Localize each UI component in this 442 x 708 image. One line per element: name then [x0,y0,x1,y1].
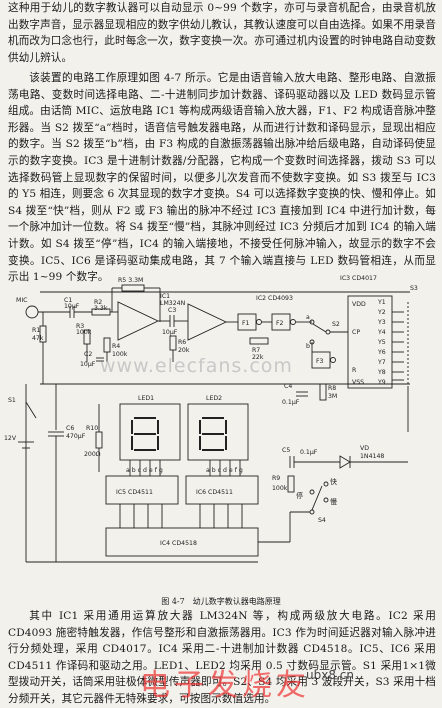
circuit-diagram: MIC C1 10μF R5 3.3M IC1 LM324N R2 3.3k R… [4,275,418,563]
label-y9: Y9 [377,379,386,386]
label-r10-value: 200Ω [84,451,101,458]
label-c3-value: 10μF [162,329,178,336]
label-y5: Y5 [377,339,386,346]
label-r6-value: 20k [178,347,190,354]
label-c1: C1 [64,297,72,304]
label-vd-value: 1N4148 [360,453,384,460]
label-ic4: IC4 CD4518 [160,540,197,547]
watermark-site: ubx8.cn [306,668,354,682]
label-c5: C5 [282,447,290,454]
label-r-pin: R [352,367,357,374]
label-f1: F1 [242,320,250,327]
label-cp: CP [352,329,360,336]
label-c6: C6 [66,425,74,432]
label-r3-value: 100k [76,329,92,336]
label-y4: Y4 [377,329,386,336]
label-vdd: VDD [352,301,366,308]
label-r2: R2 [94,299,102,306]
label-ic1: IC1 [160,293,170,300]
label-c3: C3 [168,307,176,314]
label-r3: R3 [76,323,84,330]
label-y7: Y7 [377,359,386,366]
label-ic6: IC6 CD4511 [196,489,233,496]
label-s2-a: a [306,314,310,321]
label-s2: S2 [332,321,340,328]
label-c5-value: 0.1μF [300,449,318,456]
label-r1-value: 47k [32,335,44,342]
paragraph-principle: 该装置的电路工作原理如图 4-7 所示。它是由语音输入放大电路、整形电路、自激振… [8,72,436,284]
label-s2-b: b [306,343,310,350]
label-c2-value: 10μF [80,361,96,368]
label-r8-value: 3M [328,393,337,400]
label-ic5-pins: a b c d e f g [126,467,163,474]
label-y8: Y8 [377,369,386,376]
label-r9-value: 100k [272,485,288,492]
label-ic5: IC5 CD4511 [116,489,153,496]
label-r4: R4 [112,343,120,350]
label-c4: C4 [284,383,292,390]
label-c4-value: 0.1μF [282,399,300,406]
label-s1: S1 [8,397,16,404]
figure-caption: 图 4-7 幼儿数字教认器电路原理 [161,597,281,606]
label-slow: 慢 [330,497,337,506]
paragraph-components: 其中 IC1 采用通用运算放大器 LM324N 等，构成两级放大电路。IC2 采… [8,610,436,705]
label-12v: 12V [4,435,17,442]
label-r8: R8 [328,385,336,392]
label-ic2: IC2 CD4093 [256,295,293,302]
label-f3: F3 [316,358,324,365]
label-fast: 快 [330,477,337,486]
label-r6: R6 [178,339,186,346]
label-mic: MIC [16,297,27,304]
watermark-logo: 电子发烧友 [140,668,310,703]
label-r7-value: 22k [252,354,264,361]
label-y1: Y1 [377,299,386,306]
label-r2-value: 3.3k [94,305,108,312]
label-ic1-part: LM324N [160,300,186,307]
label-ic6-pins: a b c d e f g [206,467,243,474]
label-y6: Y6 [377,349,386,356]
label-c2: C2 [84,351,92,358]
label-y3: Y3 [377,319,386,326]
label-c6-value: 470μF [66,433,86,440]
watermark: www.elecfans.com [100,355,293,377]
label-r1: R1 [32,327,40,334]
label-ic3: IC3 CD4017 [340,275,377,282]
label-s3: S3 [410,285,418,292]
paragraph-intro: 这种用于幼儿的数字教认器可以自动显示 0~99 个数字，亦可与录音机配合，由录音… [8,2,436,64]
label-r4-value: 100k [112,351,128,358]
label-led1: LED1 [138,395,154,402]
label-c1-value: 10μF [64,303,80,310]
label-r10: R10 [86,425,98,432]
label-stop: 停 [296,491,303,500]
label-led2: LED2 [206,395,222,402]
label-r7: R7 [252,347,260,354]
label-s4: S4 [318,517,326,524]
label-r9: R9 [272,475,280,482]
label-y2: Y2 [377,309,386,316]
label-vss: VSS [352,379,364,386]
label-r5: R5 3.3M [118,277,143,284]
label-f2: F2 [276,320,284,327]
label-vd: VD [360,445,369,452]
